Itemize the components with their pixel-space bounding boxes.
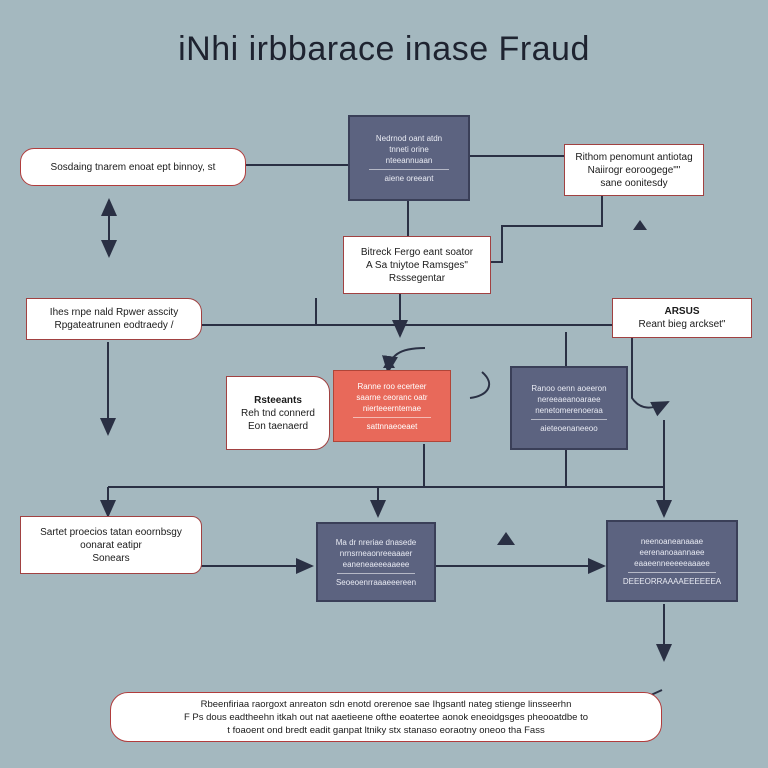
- node-small-left-card: Rsteeants Reh tnd connerd Eon taenaerd: [226, 376, 330, 450]
- node-line: eaneneaeeeaaeee: [342, 559, 410, 569]
- node-line: Reh tnd connerd: [241, 407, 315, 419]
- node-lower-center-dark: Ma dr nreriae dnasede nrnsrneaonreeaaaer…: [316, 522, 436, 602]
- node-line: Seoeoenrraaaeeereen: [335, 577, 417, 587]
- divider: [530, 418, 608, 420]
- node-line: t foaoent ond bredt eadit ganpat ltniky …: [227, 724, 545, 736]
- node-line: aieteoenaneeoo: [540, 423, 598, 433]
- node-line: F Ps dous eadtheehn itkah out nat aaetie…: [183, 711, 589, 723]
- node-center-red: Ranne roo ecerteer saarne ceoranc oatr n…: [333, 370, 451, 442]
- node-lower-right-dark: neenoaneanaaae eerenanoaannaee eaaeennee…: [606, 520, 738, 602]
- node-line: Sartet proecios tatan eoornbsgy: [40, 526, 182, 538]
- node-line: DEEEORRAAAAEEEEEEA: [622, 576, 722, 586]
- node-line: eerenanoaannaee: [639, 547, 705, 557]
- node-line: Eon taenaerd: [247, 420, 309, 432]
- node-line: oonarat eatipr: [80, 539, 142, 551]
- node-line: Rpgateatrunen eodtraedy /: [54, 320, 174, 331]
- node-line: Rbeenfiriaa raorgoxt anreaton sdn enotd …: [200, 698, 572, 710]
- node-right-dark: Ranoo oenn aoeeron nereeaeanoaraee nenet…: [510, 366, 628, 450]
- node-bottom-note: Rbeenfiriaa raorgoxt anreaton sdn enotd …: [110, 692, 662, 742]
- node-line: aiene oreeant: [384, 173, 434, 183]
- divider: [337, 572, 415, 574]
- node-line: nereeaeanoaraee: [537, 394, 601, 404]
- node-line: tnneti orine: [389, 144, 429, 154]
- node-top-right-card: Rithom penomunt antiotag Naiirogr eoroog…: [564, 144, 704, 196]
- node-line: Sosdaing tnarem enoat ept binnoy, st: [50, 161, 216, 173]
- node-line: Sonears: [92, 552, 130, 564]
- node-line: Bitreck Fergo eant soator: [360, 246, 474, 258]
- node-line: Ma dr nreriae dnasede: [335, 537, 417, 547]
- node-line: nenetomerenoeraa: [535, 405, 603, 415]
- node-line: nierteeerntemae: [362, 403, 422, 413]
- node-line: neenoaneanaaae: [640, 536, 704, 546]
- node-line: Ihes rnpe nald Rpwer asscity: [49, 307, 179, 318]
- node-line: Naiirogr eoroogege"": [587, 164, 681, 176]
- node-line: A Sa tniytoe Ramsges": [366, 259, 468, 271]
- page-title: iNhi irbbarace inase Fraud: [178, 30, 590, 68]
- node-line: sattnnaeoeaet: [366, 421, 418, 431]
- node-center-card: Bitreck Fergo eant soator A Sa tniytoe R…: [343, 236, 491, 294]
- node-line: Nedrnod oant atdn: [375, 133, 443, 143]
- node-top-center: Nedrnod oant atdn tnneti orine nteeannua…: [348, 115, 470, 201]
- node-line: nteeannuaan: [385, 155, 433, 165]
- node-line: Rithom penomunt antiotag: [575, 151, 693, 163]
- divider: [628, 571, 716, 573]
- node-mid-left-card: Ihes rnpe nald Rpwer asscity Rpgateatrun…: [26, 298, 202, 340]
- node-line: eaaeenneeeeeaaaee: [634, 558, 710, 568]
- node-line: Rsssegentar: [388, 272, 446, 284]
- divider: [369, 168, 449, 170]
- node-top-left-pill: Sosdaing tnarem enoat ept binnoy, st: [20, 148, 246, 186]
- node-lower-left-card: Sartet proecios tatan eoornbsgy oonarat …: [20, 516, 202, 574]
- node-line: sane oonitesdy: [600, 177, 668, 189]
- node-line: saarne ceoranc oatr: [356, 392, 428, 402]
- node-line: nrnsrneaonreeaaaer: [339, 548, 413, 558]
- node-line: ARSUS: [664, 306, 700, 317]
- divider: [353, 416, 431, 418]
- node-line: Rsteeants: [254, 394, 302, 406]
- node-line: Reant bieg arckset": [638, 319, 726, 330]
- node-line: Ranne roo ecerteer: [357, 381, 427, 391]
- node-line: Ranoo oenn aoeeron: [531, 383, 607, 393]
- node-mid-right-card: ARSUS Reant bieg arckset": [612, 298, 752, 338]
